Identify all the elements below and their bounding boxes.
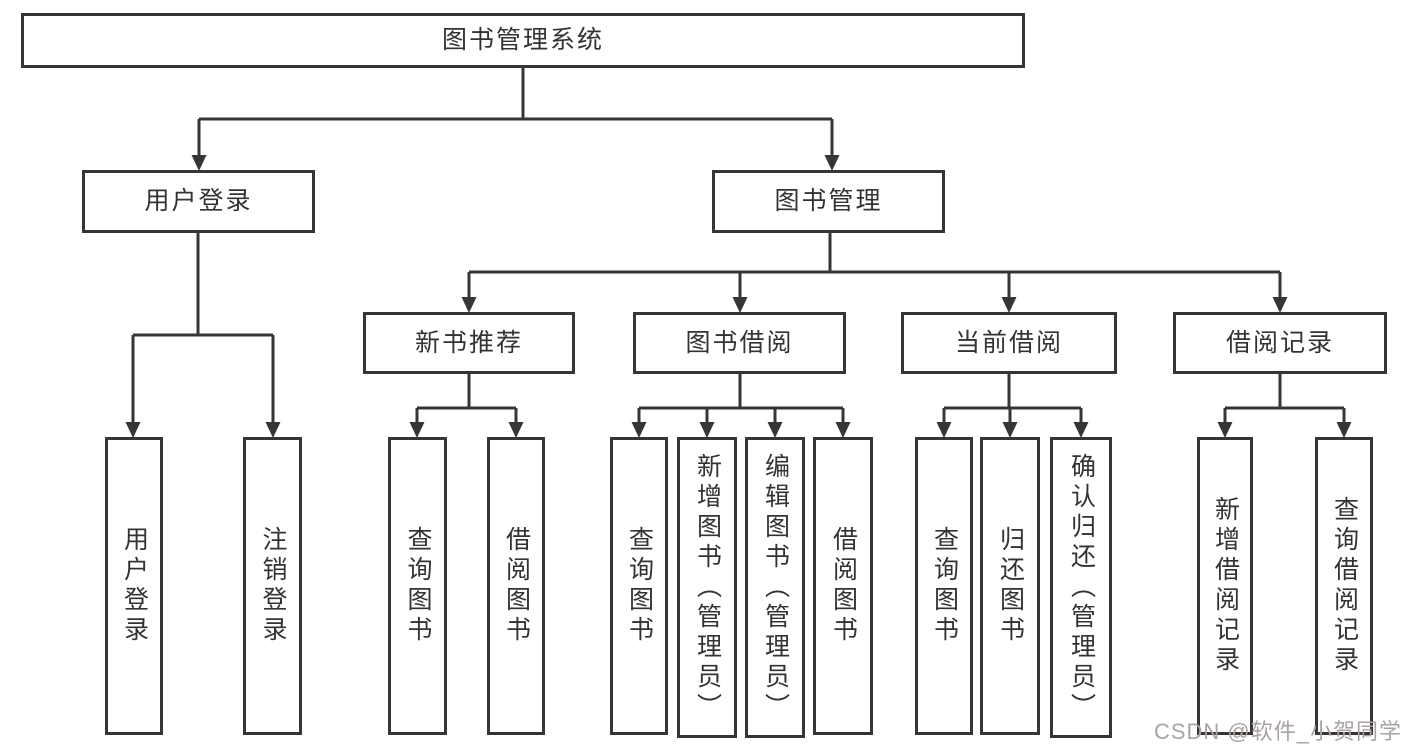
leaf-borrow-query-book: 查询图书	[610, 437, 668, 735]
node-book-borrow: 图书借阅	[633, 312, 846, 374]
node-root: 图书管理系统	[21, 13, 1025, 68]
leaf-logout-login: 注销登录	[243, 437, 302, 735]
leaf-rec-query-book: 查询图书	[388, 437, 447, 735]
leaf-current-return-book: 归还图书	[980, 437, 1040, 735]
leaf-borrow-borrow-book-label: 借阅图书	[829, 526, 858, 646]
leaf-user-login-label: 用户登录	[120, 526, 149, 646]
node-book-mgmt-label: 图书管理	[774, 187, 883, 216]
leaf-current-query-book: 查询图书	[915, 437, 973, 735]
leaf-borrow-query-book-label: 查询图书	[625, 526, 654, 646]
leaf-borrow-edit-book-admin: 编辑图书（管理员）	[745, 437, 805, 738]
leaf-user-login: 用户登录	[105, 437, 163, 735]
csdn-watermark: CSDN @软件_小贺同学	[1153, 719, 1402, 744]
leaf-current-confirm-return-admin: 确认归还（管理员）	[1050, 437, 1112, 738]
leaf-rec-borrow-book: 借阅图书	[487, 437, 545, 735]
node-user-login-label: 用户登录	[144, 187, 253, 216]
leaf-logout-login-label: 注销登录	[259, 526, 287, 646]
leaf-current-confirm-return-admin-label: 确认归还（管理员）	[1067, 452, 1096, 723]
leaf-record-query-record: 查询借阅记录	[1315, 437, 1373, 735]
node-current-borrow: 当前借阅	[901, 312, 1117, 374]
leaf-rec-borrow-book-label: 借阅图书	[502, 526, 531, 646]
leaf-record-add-record-label: 新增借阅记录	[1211, 496, 1240, 676]
node-borrow-record: 借阅记录	[1173, 312, 1387, 374]
node-borrow-record-label: 借阅记录	[1225, 328, 1334, 357]
leaf-current-query-book-label: 查询图书	[930, 526, 959, 646]
node-new-book-rec: 新书推荐	[363, 312, 575, 374]
node-new-book-rec-label: 新书推荐	[414, 328, 523, 357]
leaf-current-return-book-label: 归还图书	[996, 526, 1025, 646]
node-current-borrow-label: 当前借阅	[954, 328, 1063, 357]
leaf-rec-query-book-label: 查询图书	[404, 526, 432, 646]
leaf-borrow-edit-book-admin-label: 编辑图书（管理员）	[761, 452, 790, 723]
leaf-borrow-add-book-admin-label: 新增图书（管理员）	[693, 452, 722, 723]
connector-path	[131, 68, 1346, 424]
node-user-login: 用户登录	[82, 170, 315, 233]
leaf-borrow-borrow-book: 借阅图书	[813, 437, 873, 735]
leaf-record-query-record-label: 查询借阅记录	[1330, 496, 1359, 676]
node-book-borrow-label: 图书借阅	[685, 328, 794, 357]
node-book-mgmt: 图书管理	[712, 170, 945, 233]
leaf-borrow-add-book-admin: 新增图书（管理员）	[677, 437, 737, 738]
node-root-label: 图书管理系统	[441, 26, 604, 55]
leaf-record-add-record: 新增借阅记录	[1197, 437, 1253, 735]
